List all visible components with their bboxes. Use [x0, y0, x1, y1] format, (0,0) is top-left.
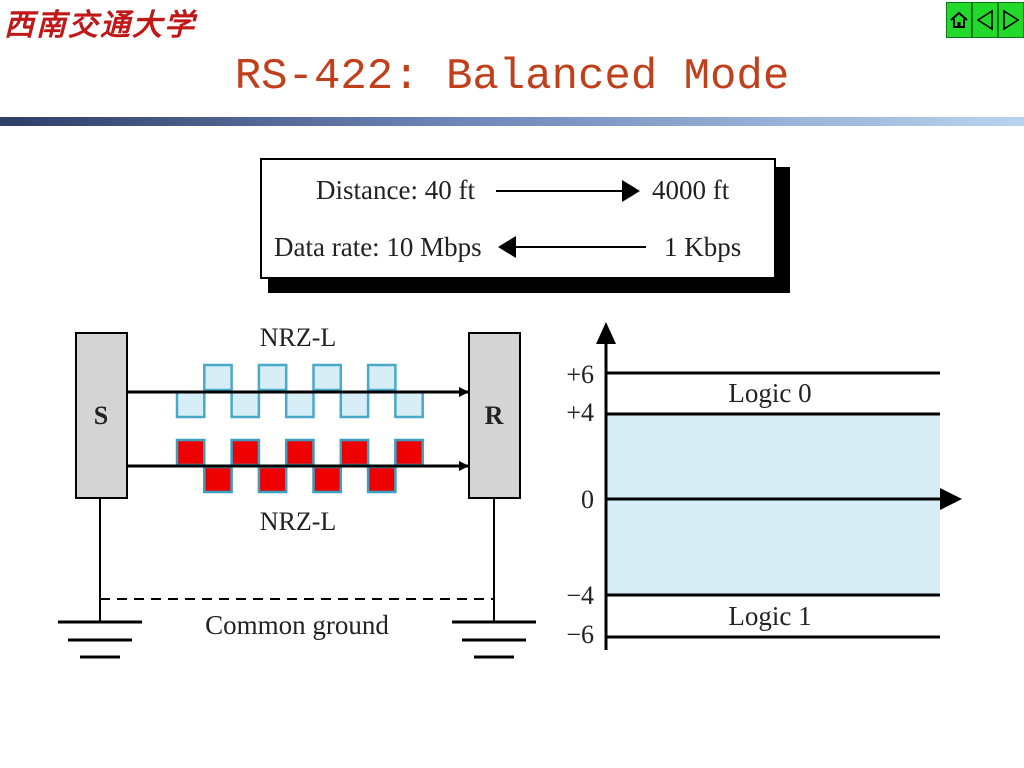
top-signal-label: NRZ-L: [260, 323, 337, 352]
bottom-wave-bit-5: [312, 465, 343, 494]
top-wave-bit-4: [284, 390, 315, 419]
distance-max-label: 4000 ft: [652, 175, 730, 205]
title-divider-bar: [0, 117, 1024, 126]
distance-arrowhead: [622, 180, 640, 202]
triangle-right-icon: [1003, 9, 1020, 31]
data-rate-min-label: 1 Kbps: [664, 232, 741, 262]
home-icon: [950, 11, 968, 28]
transition-band: [606, 414, 940, 595]
receiver-label: R: [485, 401, 504, 430]
time-axis-arrowhead: [940, 488, 962, 510]
next-slide-button[interactable]: [998, 2, 1024, 38]
voltage-axis-arrowhead: [596, 322, 616, 344]
receiver-box: [468, 332, 521, 499]
balanced-circuit: S R NRZ-L NRZ-L Common ground: [58, 323, 536, 659]
voltage-levels-chart: +6 +4 0 −4 −6 Logic 0 Logic 1: [566, 322, 962, 650]
bottom-nrz-waveform: [175, 438, 424, 494]
bottom-signal-label: NRZ-L: [260, 507, 337, 536]
home-button[interactable]: [946, 2, 972, 38]
common-ground-label: Common ground: [205, 610, 389, 640]
logic-1-label: Logic 1: [728, 601, 811, 631]
tick-zero: 0: [581, 485, 594, 514]
spec-box-frame: [260, 158, 776, 279]
top-wave-bit-0: [175, 390, 206, 419]
previous-slide-button[interactable]: [972, 2, 998, 38]
tick-plus6: +6: [566, 360, 594, 389]
bottom-wave-bit-6: [339, 438, 370, 467]
bottom-wave-bit-2: [230, 438, 261, 467]
tick-plus4: +4: [566, 398, 594, 427]
data-rate-label: Data rate: 10 Mbps: [274, 232, 482, 262]
logic-0-label: Logic 0: [728, 378, 811, 408]
bottom-wave-bit-0: [175, 438, 206, 467]
receiver-ground-symbol: [452, 620, 536, 659]
slide-navigation: [946, 2, 1024, 38]
slide-title: RS-422: Balanced Mode: [234, 52, 790, 102]
bottom-wave-bit-1: [203, 465, 233, 494]
tick-minus4: −4: [566, 581, 594, 610]
tick-minus6: −6: [566, 620, 594, 649]
bottom-wave-bit-4: [284, 438, 315, 467]
bottom-wave-bit-7: [366, 465, 397, 494]
top-wave-bit-8: [394, 390, 424, 419]
bottom-wave-bit-8: [394, 438, 424, 467]
sender-label: S: [94, 401, 108, 430]
triangle-left-icon: [976, 9, 993, 31]
university-logo: 西南交通大学: [4, 8, 196, 43]
bottom-wave-bit-3: [257, 465, 288, 494]
top-wave-bit-1: [203, 363, 233, 392]
distance-label: Distance: 40 ft: [316, 175, 475, 205]
top-wave-bit-6: [339, 390, 370, 419]
top-wave-bit-2: [230, 390, 261, 419]
data-rate-arrowhead: [498, 236, 516, 258]
top-wave-bit-7: [366, 363, 397, 392]
sender-ground-symbol: [58, 620, 142, 659]
spec-box: Distance: 40 ft 4000 ft Data rate: 10 Mb…: [260, 158, 790, 293]
sender-box: [75, 332, 128, 499]
top-wave-bit-5: [312, 363, 343, 392]
top-wave-bit-3: [257, 363, 288, 392]
